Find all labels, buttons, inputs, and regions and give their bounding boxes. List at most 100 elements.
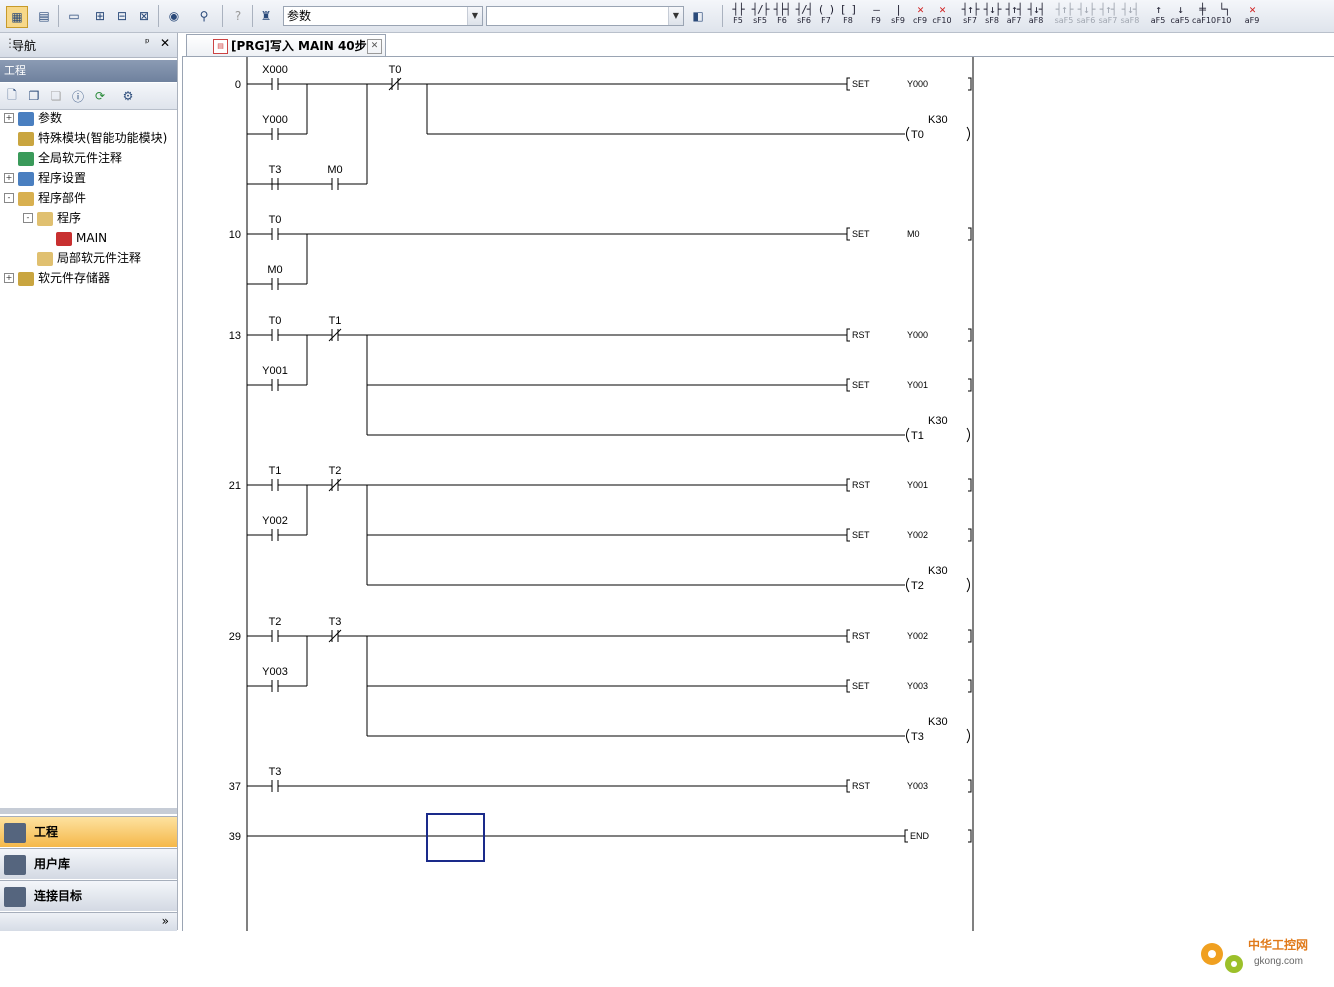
tools-icon[interactable]: ⚙ [122,89,134,103]
collapse-icon[interactable]: - [4,193,14,203]
instruction-op: SET [852,380,870,390]
program-tab[interactable]: ▤ [PRG]写入 MAIN 40步 ✕ [186,34,386,56]
fkey-label: saF7 [1098,16,1118,25]
instruction-left-bracket [846,227,850,241]
search-icon[interactable]: ⚲ [199,9,209,23]
fkey-f9-button[interactable]: —F9 [866,4,886,28]
contact-slash [388,77,402,91]
func-icon: [ ] [839,3,858,16]
find-page-icon[interactable]: ◧ [692,9,704,23]
fkey-af7-button[interactable]: ┤↑┤aF7 [1004,4,1024,28]
chevron-down-icon[interactable]: ▼ [467,7,482,25]
fkey-sf6-button[interactable]: ┤/┤sF6 [794,4,814,28]
fkey-sf8-button[interactable]: ┤↓├sF8 [982,4,1002,28]
instruction-left-bracket [846,779,850,793]
close-icon[interactable]: ✕ [160,36,171,50]
fkey-label: aF9 [1244,16,1260,25]
fkey-cf10-button[interactable]: ✕cF10 [932,4,952,28]
fall2-icon: ┤↓┤ [1027,3,1046,16]
more-icon[interactable]: » [161,914,169,928]
refresh-icon[interactable]: ⟳ [94,89,106,103]
coil-device: T1 [911,430,924,442]
fkey-sf9-button[interactable]: |sF9 [888,4,908,28]
folder-icon [18,111,34,126]
paste-icon[interactable]: ❏ [50,89,62,103]
contact-device: T2 [329,465,342,477]
nav-button-0[interactable]: 工程 [0,816,177,847]
fkey-label: cF9 [912,16,928,25]
device-monitor-icon[interactable]: ⊞ [94,9,106,23]
fall-icon: ┤↓├ [983,3,1002,16]
nav-toolbar: 🗋 ❐ ❏ ⓘ ⟳ ⚙ [0,83,177,110]
device-write-icon[interactable]: ⊠ [138,9,150,23]
device-select-combo[interactable]: 参数 ▼ [283,6,483,26]
instruction-right-bracket [968,679,972,693]
splitter[interactable] [0,808,177,814]
tree-item[interactable]: -程序 [23,208,81,228]
nav-button-label: 用户库 [34,857,71,871]
coil-device: T3 [911,731,924,743]
tab-close-icon[interactable]: ✕ [367,39,382,54]
ladder-cell[interactable] [426,813,485,862]
expand-icon[interactable]: + [4,273,14,283]
fkey-caf5-button[interactable]: ↓caF5 [1170,4,1190,28]
fkey-caf10-button[interactable]: ╪caF10 [1192,4,1217,28]
binoculars-icon[interactable]: ♜ [260,9,272,23]
help-icon[interactable]: ? [234,9,242,23]
fkey-f10-button[interactable]: └┐F10 [1214,4,1234,28]
fkey-f7-button[interactable]: ( )F7 [816,4,836,28]
fkey-label: F8 [843,16,853,25]
tree-item[interactable]: 特殊模块(智能功能模块) [18,128,167,148]
module-icon[interactable]: ▤ [38,9,50,23]
tree-item[interactable]: +程序设置 [4,168,86,188]
nav-button-1[interactable]: 用户库 [0,848,177,879]
fkey-label: caF10 [1192,16,1217,25]
fkey-af9-button[interactable]: ✕aF9 [1242,4,1262,28]
copy-icon[interactable]: ❐ [28,89,40,103]
pin-icon[interactable]: ᵖ [145,36,150,49]
fkey-sf5-button[interactable]: ┤/├sF5 [750,4,770,28]
tree-item[interactable]: 局部软元件注释 [37,248,141,268]
fkey-f5-button[interactable]: ┤├F5 [728,4,748,28]
search-text-combo[interactable]: ▼ [486,6,684,26]
expand-icon[interactable]: + [4,173,14,183]
tree-item[interactable]: +参数 [4,108,62,128]
contact-device: Y001 [262,365,288,377]
window-icon[interactable]: ▭ [68,9,80,23]
tree-item-label: 软元件存储器 [38,271,111,285]
expand-icon[interactable]: + [4,113,14,123]
fkey-f6-button[interactable]: ┤├┤F6 [772,4,792,28]
new-item-icon[interactable]: 🗋 [7,87,17,102]
fkey-af5-button[interactable]: ↑aF5 [1148,4,1168,28]
watch-icon[interactable]: ◉ [168,9,180,23]
fkey-cf9-button[interactable]: ✕cF9 [910,4,930,28]
instruction-operand: Y000 [907,79,928,89]
instruction-operand: Y001 [907,480,928,490]
fkey-saf8-button[interactable]: ┤↓┤saF8 [1120,4,1140,28]
fkey-saf7-button[interactable]: ┤↑┤saF7 [1098,4,1118,28]
nav-more-bar[interactable]: » [0,912,177,931]
fkey-saf6-button[interactable]: ┤↓├saF6 [1076,4,1096,28]
fkey-label: F6 [777,16,787,25]
device-batch-icon[interactable]: ⊟ [116,9,128,23]
chevron-down-icon[interactable]: ▼ [668,7,683,25]
fkey-sf7-button[interactable]: ┤↑├sF7 [960,4,980,28]
tree-item[interactable]: 全局软元件注释 [18,148,122,168]
properties-icon[interactable]: ⓘ [71,89,84,104]
fkey-label: sF5 [753,16,767,25]
nav-button-2[interactable]: 连接目标 [0,880,177,911]
fkey-f8-button[interactable]: [ ]F8 [838,4,858,28]
instruction-right-bracket [968,227,972,241]
tree-item[interactable]: + 软元件存储器 [4,268,111,288]
fkey-label: saF8 [1120,16,1140,25]
tree-item[interactable]: -程序部件 [4,188,86,208]
contact-device: T0 [269,214,282,226]
tree-item[interactable]: MAIN [56,228,107,248]
step-number: 13 [229,330,241,342]
fkey-saf5-button[interactable]: ┤↑├saF5 [1054,4,1074,28]
fkey-af8-button[interactable]: ┤↓┤aF8 [1026,4,1046,28]
project-view-icon[interactable]: ▦ [6,6,28,28]
collapse-icon[interactable]: - [23,213,33,223]
